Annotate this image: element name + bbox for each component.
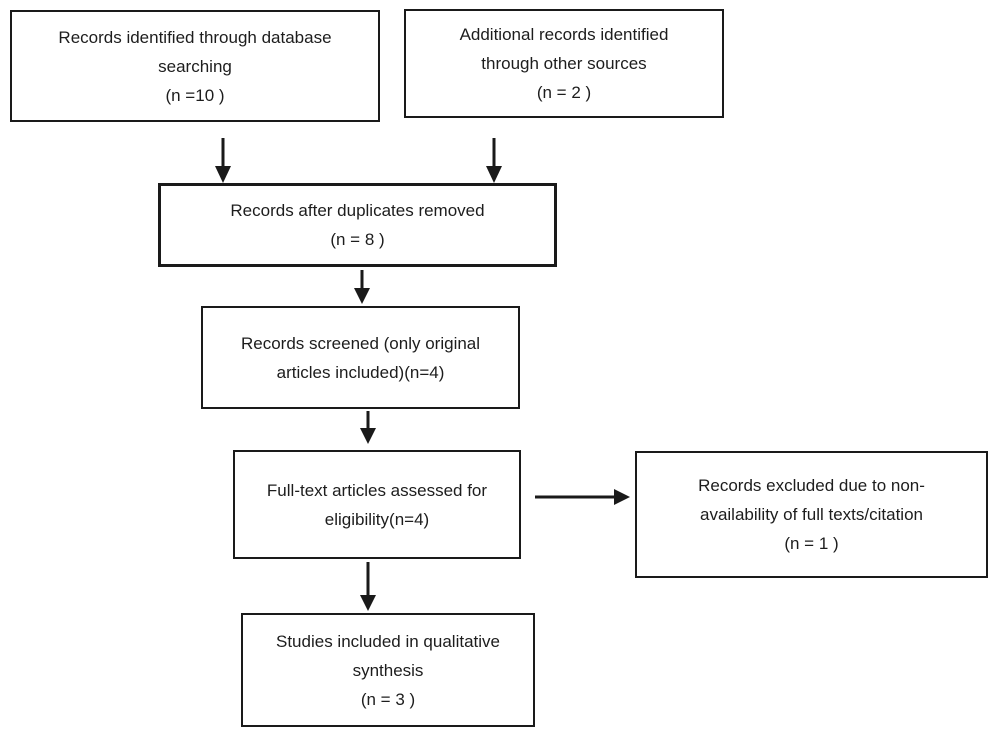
- box-text-line: eligibility(n=4): [324, 509, 430, 529]
- box-text-line: Records screened (only original: [240, 333, 481, 353]
- box-records-identified: Records identified through database sear…: [10, 10, 380, 122]
- box-records-excluded: Records excluded due to non- availabilit…: [635, 451, 988, 578]
- box-text-line: Records after duplicates removed: [230, 201, 485, 220]
- box-text-line: availability of full texts/citation: [700, 505, 923, 524]
- arrow-right-fulltext-to-excluded-icon: [535, 489, 630, 505]
- box-count-line: (n = 3 ): [360, 689, 416, 709]
- box-fulltext-assessed: Full-text articles assessed for eligibil…: [233, 450, 521, 559]
- box-text-line: Studies included in qualitative: [276, 631, 500, 651]
- box-text-line: Full-text articles assessed for: [266, 480, 488, 500]
- box-text-line: synthesis: [352, 660, 424, 680]
- box-count-line: (n =10 ): [165, 85, 225, 105]
- box-text-line: searching: [158, 56, 232, 76]
- arrow-down-duplicates-to-screened-icon: [354, 270, 370, 304]
- box-count-line: (n = 8 ): [330, 230, 385, 249]
- box-records-screened: Records screened (only original articles…: [201, 306, 520, 409]
- box-text-line: Records excluded due to non-: [698, 476, 925, 495]
- box-additional-records: Additional records identified through ot…: [404, 9, 724, 118]
- arrow-down-fulltext-to-studies-icon: [360, 562, 376, 611]
- box-count-line: (n = 1 ): [784, 534, 839, 553]
- box-text-line: articles included)(n=4): [276, 362, 445, 382]
- box-text-line: through other sources: [481, 54, 647, 73]
- arrow-down-additional-to-duplicates-icon: [486, 138, 502, 183]
- box-text-line: Records identified through database: [58, 27, 332, 47]
- box-count-line: (n = 2 ): [536, 83, 592, 102]
- box-text-line: Additional records identified: [459, 25, 669, 44]
- box-studies-included: Studies included in qualitative synthesi…: [241, 613, 535, 727]
- box-duplicates-removed: Records after duplicates removed (n = 8 …: [158, 183, 557, 267]
- arrow-down-identified-to-duplicates-icon: [215, 138, 231, 183]
- arrow-down-screened-to-fulltext-icon: [360, 411, 376, 444]
